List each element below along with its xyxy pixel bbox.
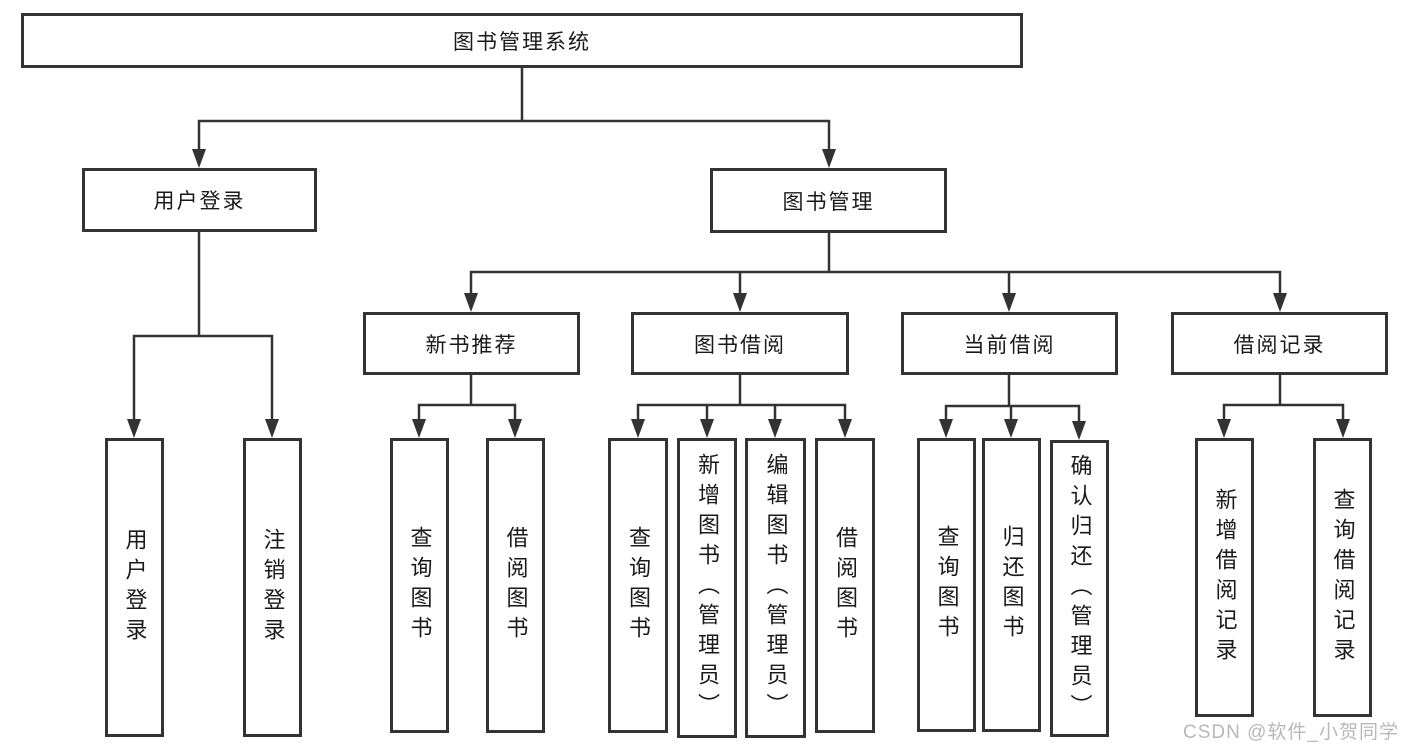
leaf-logout-label: 注销登录 <box>260 527 286 648</box>
leaf-query-borrow-record-label: 查询借阅记录 <box>1330 487 1356 668</box>
leaf-add-borrow-record-label: 新增借阅记录 <box>1212 487 1238 668</box>
arrow-down-icon <box>265 419 279 438</box>
arrow-down-icon <box>1002 293 1016 312</box>
arrow-down-icon <box>1336 419 1350 438</box>
csdn-watermark: CSDN @软件_小贺同学 <box>1183 722 1399 743</box>
leaf-edit-book-admin: 编辑图书（管理员） <box>745 438 806 738</box>
leaf-borrow-books-borrowing: 借阅图书 <box>815 438 875 733</box>
leaf-add-borrow-record: 新增借阅记录 <box>1195 438 1254 717</box>
leaf-add-book-admin-label: 新增图书（管理员） <box>695 453 720 723</box>
node-current-borrowing: 当前借阅 <box>901 312 1118 375</box>
node-book-management: 图书管理 <box>710 168 947 233</box>
leaf-query-books-recommend: 查询图书 <box>390 438 449 733</box>
node-borrow-records-label: 借阅记录 <box>1233 333 1326 357</box>
leaf-return-book-label: 归还图书 <box>999 525 1025 645</box>
node-book-borrowing-label: 图书借阅 <box>694 333 786 357</box>
arrowhead-icons <box>127 149 1350 440</box>
node-new-book-recommend-label: 新书推荐 <box>425 333 518 357</box>
node-root-label: 图书管理系统 <box>453 30 591 54</box>
leaf-query-books-recommend-label: 查询图书 <box>407 525 433 646</box>
arrow-down-icon <box>631 419 645 438</box>
arrow-down-icon <box>508 419 522 438</box>
leaf-return-book: 归还图书 <box>982 438 1041 732</box>
node-root: 图书管理系统 <box>21 13 1023 68</box>
arrow-down-icon <box>768 419 782 438</box>
arrow-down-icon <box>127 419 141 438</box>
leaf-confirm-return-admin: 确认归还（管理员） <box>1050 440 1109 737</box>
leaf-add-book-admin: 新增图书（管理员） <box>677 438 737 738</box>
arrow-down-icon <box>1273 293 1287 312</box>
node-borrow-records: 借阅记录 <box>1171 312 1388 375</box>
leaf-borrow-books-borrowing-label: 借阅图书 <box>833 525 858 646</box>
arrow-down-icon <box>700 419 714 438</box>
arrow-down-icon <box>1217 419 1231 438</box>
node-user-login-label: 用户登录 <box>153 190 246 213</box>
arrow-down-icon <box>822 149 836 168</box>
leaf-user-login: 用户登录 <box>105 438 164 737</box>
leaf-user-login-label: 用户登录 <box>122 527 148 648</box>
arrow-down-icon <box>838 419 852 438</box>
arrow-down-icon <box>192 149 206 168</box>
node-book-borrowing: 图书借阅 <box>631 312 849 375</box>
node-new-book-recommend: 新书推荐 <box>363 312 580 375</box>
leaf-borrow-books-recommend: 借阅图书 <box>486 438 545 733</box>
leaf-query-books-current-label: 查询图书 <box>934 525 960 645</box>
leaf-query-books-borrowing-label: 查询图书 <box>626 525 651 646</box>
leaf-confirm-return-admin-label: 确认归还（管理员） <box>1067 453 1093 724</box>
node-user-login: 用户登录 <box>82 168 317 232</box>
arrow-down-icon <box>1004 419 1018 438</box>
node-book-management-label: 图书管理 <box>782 190 875 214</box>
node-current-borrowing-label: 当前借阅 <box>963 333 1056 357</box>
arrow-down-icon <box>939 419 953 438</box>
arrow-down-icon <box>1072 421 1086 440</box>
arrow-down-icon <box>733 293 747 312</box>
leaf-borrow-books-recommend-label: 借阅图书 <box>503 525 529 646</box>
leaf-logout: 注销登录 <box>243 438 302 737</box>
leaf-query-books-borrowing: 查询图书 <box>608 438 668 733</box>
leaf-query-borrow-record: 查询借阅记录 <box>1313 438 1372 717</box>
leaf-edit-book-admin-label: 编辑图书（管理员） <box>763 453 789 723</box>
arrow-down-icon <box>412 419 426 438</box>
leaf-query-books-current: 查询图书 <box>917 438 976 732</box>
arrow-down-icon <box>464 293 478 312</box>
